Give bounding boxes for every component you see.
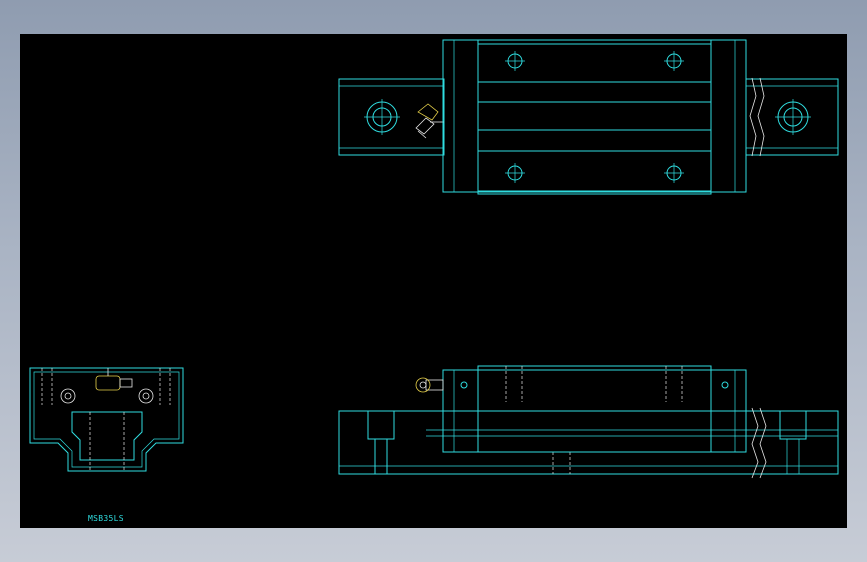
rail-hole-left xyxy=(364,99,400,135)
block-holes xyxy=(505,51,684,183)
rail-hole-right xyxy=(775,99,811,135)
grease-nipple-top xyxy=(415,103,444,139)
side-view xyxy=(338,365,839,479)
end-view xyxy=(29,367,184,472)
model-label: MSB35LS xyxy=(88,514,124,523)
top-view xyxy=(338,39,839,195)
cad-viewport[interactable] xyxy=(20,34,847,528)
